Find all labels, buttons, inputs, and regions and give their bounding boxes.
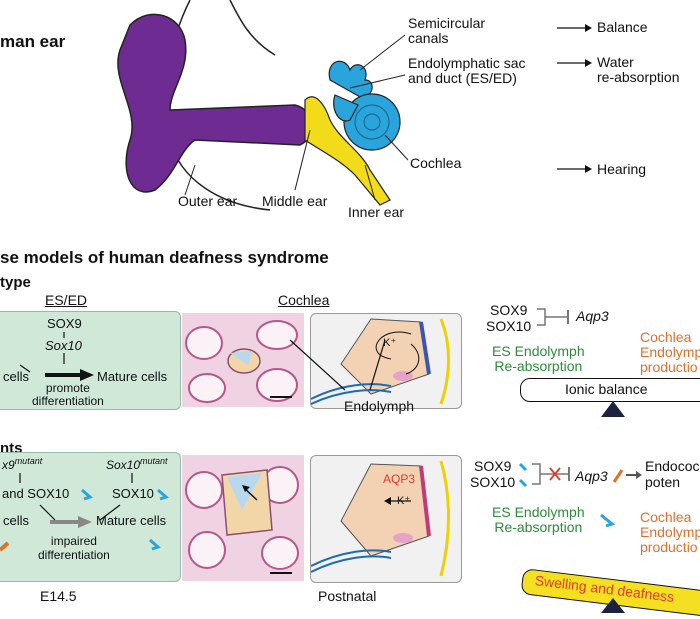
label-outer-ear: Outer ear	[178, 193, 238, 209]
wt-fulcrum	[601, 401, 625, 417]
mut-cochlea-production: Cochlea Endolymp productio	[640, 509, 700, 555]
mut-sox9: x9mutant	[2, 456, 43, 472]
mut-flow-arrows	[0, 473, 169, 552]
label-cochlea: Cochlea	[410, 155, 462, 171]
mut-sox10: Sox10mutant	[106, 456, 168, 472]
col-header-es-ed: ES/ED	[45, 292, 88, 308]
panel-a-title: man ear	[0, 32, 66, 51]
mut-sox10-b: SOX10	[112, 486, 154, 501]
ear-illustration	[117, 0, 409, 211]
endolymph-pointer	[289, 339, 386, 391]
function-water: Water re-absorption	[597, 54, 680, 85]
outer-ear-shape	[117, 13, 314, 193]
mut-inhibition-bracket	[518, 462, 570, 488]
mut-gene-sox9: SOX9	[474, 458, 512, 474]
wt-cochlea-panel: K⁺	[310, 313, 462, 409]
mut-histology-image	[182, 455, 304, 581]
wt-gene-sox9: SOX9	[490, 302, 528, 318]
mut-fulcrum	[601, 598, 625, 613]
label-es-ed: Endolymphatic sac and duct (ES/ED)	[408, 55, 526, 86]
semicircular-canals-shape	[328, 60, 373, 99]
label-middle-ear: Middle ear	[262, 193, 328, 209]
mut-es-ed-panel	[0, 452, 181, 582]
label-semicircular-canals: Semicircular canals	[408, 15, 486, 46]
mut-endocochlear: Endococ poten	[645, 458, 700, 490]
mut-k-label: K⁺	[397, 495, 411, 507]
wt-inhibition-bracket	[537, 308, 569, 326]
mut-es-endolymph: ES Endolymph Re-absorption	[492, 504, 585, 535]
wt-flow-arrows	[19, 332, 94, 381]
function-hearing: Hearing	[597, 161, 647, 177]
label-inner-ear: Inner ear	[348, 204, 405, 220]
mut-aqp3: Aqp3	[575, 468, 608, 484]
wt-ionic-balance-label: Ionic balance	[565, 381, 648, 397]
wt-mature-cells: Mature cells	[97, 369, 168, 384]
vestibule-shape	[333, 94, 359, 122]
mut-aqp3-arrows	[612, 469, 642, 483]
wt-cells: cells	[3, 369, 30, 384]
wt-sox10: Sox10	[45, 338, 82, 353]
stage-postnatal: Postnatal	[318, 588, 377, 604]
mut-cells: cells	[3, 513, 30, 528]
mut-mature-cells: Mature cells	[96, 513, 167, 528]
function-balance: Balance	[597, 19, 648, 35]
wt-endolymph: Endolymph	[344, 398, 415, 414]
function-arrows	[557, 24, 592, 173]
wt-aqp3: Aqp3	[576, 308, 609, 324]
wt-histology-image	[182, 313, 304, 407]
mut-and-sox10: and SOX10	[2, 486, 70, 501]
wt-cochlea-production: Cochlea Endolymp productio	[640, 329, 700, 375]
wt-ionic-balance-beam	[520, 378, 700, 402]
wt-es-endolymph: ES Endolymph Re-absorption	[492, 343, 585, 374]
wildtype-label: type	[0, 274, 31, 291]
wt-es-ed-panel	[0, 311, 181, 410]
mut-aqp3-cochlea: AQP3	[383, 472, 416, 486]
wt-gene-sox10: SOX10	[486, 318, 532, 334]
head-outline-inner	[229, 0, 276, 56]
mut-gene-sox10: SOX10	[470, 474, 516, 490]
wt-sox9: SOX9	[47, 316, 82, 331]
stage-e145: E14.5	[40, 588, 77, 604]
mut-cochlea-panel: AQP3 K⁺	[310, 455, 462, 583]
wt-k-label: K⁺	[383, 337, 397, 349]
col-header-cochlea: Cochlea	[278, 292, 330, 308]
mut-impaired: impaired differentiation	[38, 534, 110, 562]
mut-es-down-arrow	[600, 513, 616, 528]
panel-b-title: se models of human deafness syndrome	[0, 248, 329, 267]
wt-promote: promote differentiation	[32, 381, 104, 408]
